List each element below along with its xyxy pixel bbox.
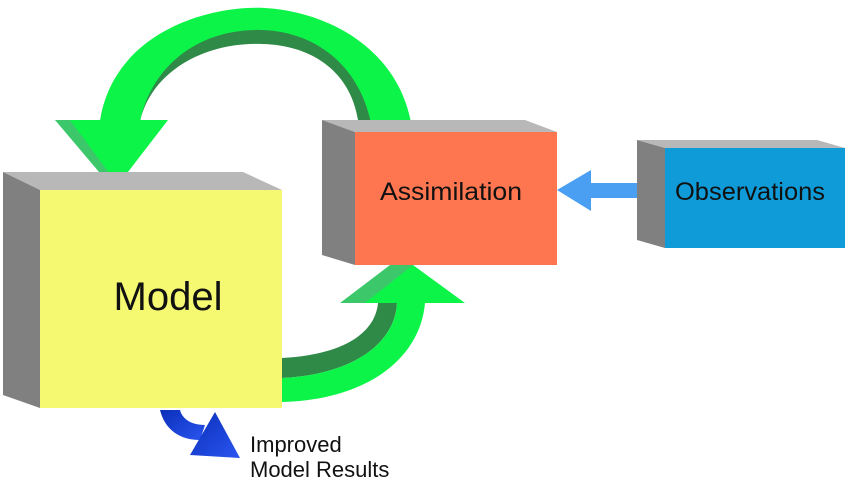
observations-box-top	[637, 140, 845, 148]
observations-box-front	[665, 148, 845, 248]
model-box-top	[3, 172, 282, 190]
arrow-head-shade	[55, 120, 118, 185]
arrow-shaft	[590, 183, 640, 198]
assimilation-label: Assimilation	[380, 178, 522, 206]
arrow-body	[160, 410, 205, 440]
model-label: Model	[114, 275, 223, 319]
model-box-front	[40, 190, 282, 408]
arrow-head	[55, 120, 168, 185]
observations-box-side	[637, 140, 665, 248]
assimilation-box-front	[355, 132, 557, 265]
arrow-head	[557, 170, 591, 211]
arrow-head-shade	[340, 265, 413, 303]
arrow-model-to-assimilation	[282, 265, 465, 402]
observations-box[interactable]: Observations	[637, 140, 845, 248]
model-box-side	[3, 172, 40, 408]
arrow-body	[100, 7, 412, 128]
assimilation-box-side	[322, 120, 355, 265]
model-box[interactable]: Model	[3, 172, 282, 408]
arrow-head	[190, 412, 240, 458]
assimilation-box[interactable]: Assimilation	[322, 120, 557, 265]
arrow-shadow	[282, 303, 397, 378]
arrow-observations-to-assimilation	[557, 170, 640, 211]
observations-label: Observations	[675, 178, 825, 206]
output-label-line2: Model Results	[250, 457, 389, 482]
arrow-model-to-output	[160, 410, 240, 458]
assimilation-box-top	[322, 120, 557, 132]
arrow-assimilation-to-model	[55, 7, 412, 185]
arrow-body	[282, 303, 425, 402]
output-label-line1: Improved	[250, 432, 342, 457]
